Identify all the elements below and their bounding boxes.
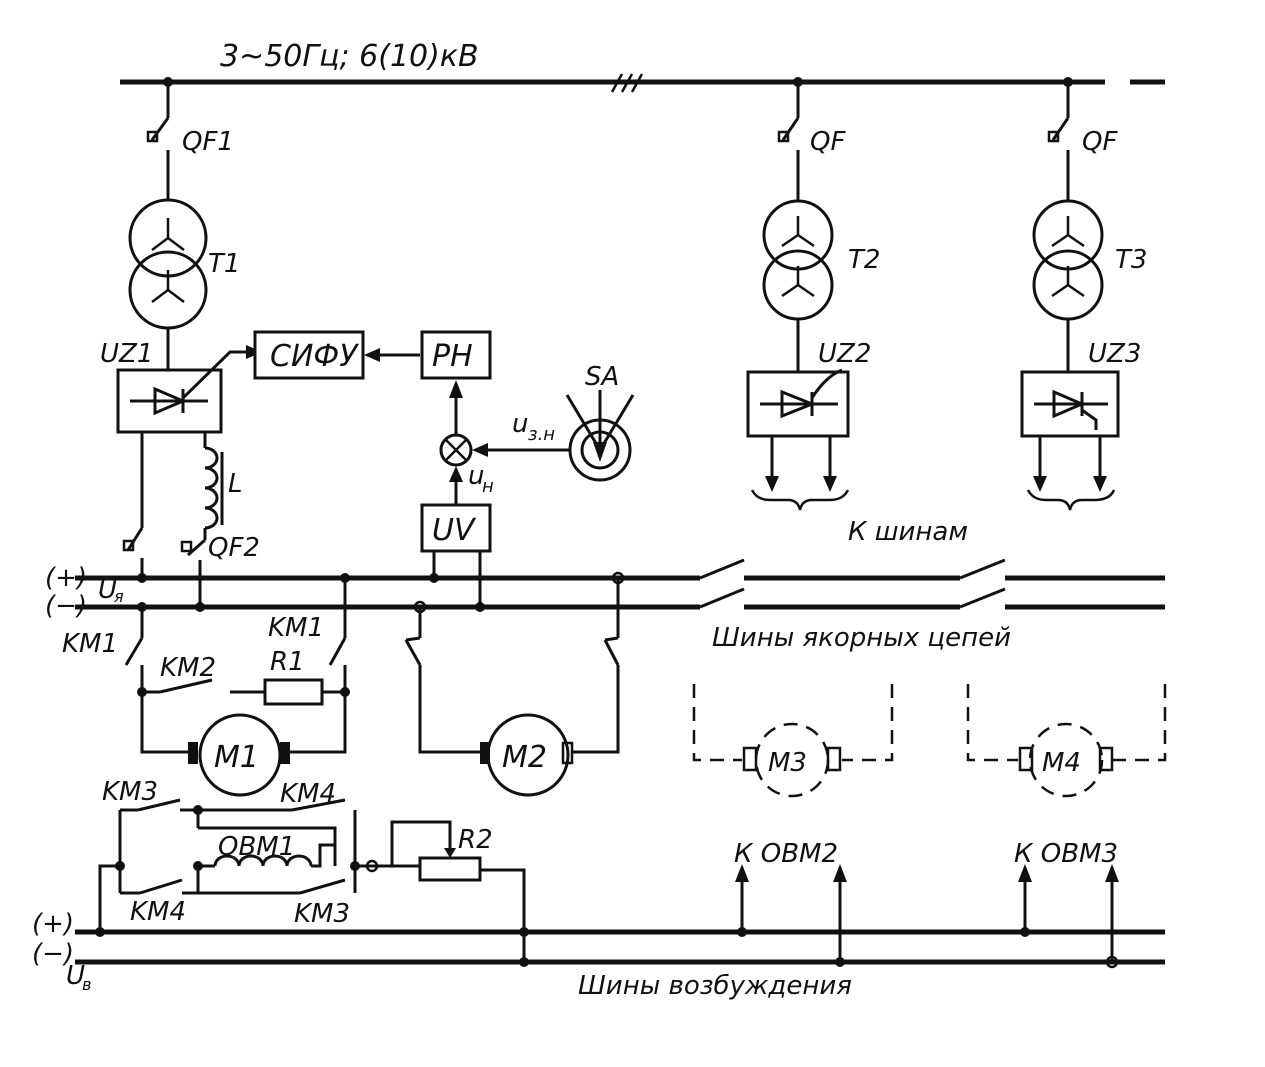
svg-text:я: я: [114, 587, 124, 606]
ph-regulator: [420, 330, 492, 380]
uz2-label: UZ2: [818, 339, 871, 369]
qf-breaker-2: [777, 82, 800, 200]
m3-circuit: [692, 684, 894, 798]
rectifier-uz1: [116, 345, 262, 434]
svg-text:u: u: [512, 409, 528, 439]
k-ovm3-label: К ОВМ3: [1014, 839, 1118, 869]
hv-bus: [120, 73, 1165, 93]
m3-label: M3: [768, 748, 807, 778]
transformer-t1: [128, 198, 208, 330]
sa-label: SA: [585, 362, 619, 392]
km4-bottom-label: KM4: [130, 897, 186, 927]
km3-top-label: KM3: [102, 777, 158, 807]
plus-armature-label: (+): [45, 563, 87, 593]
qf1-breaker: [146, 82, 170, 200]
field-reversing-circuit: [98, 798, 392, 932]
qf3-branch-label: QF: [1082, 127, 1118, 157]
svg-text:з.н: з.н: [528, 424, 555, 445]
m2-label: M2: [502, 740, 547, 775]
plus-excitation-label: (+): [32, 909, 74, 939]
m4-circuit: [966, 684, 1167, 798]
svg-text:н: н: [482, 476, 494, 497]
m1-circuit: [124, 578, 350, 764]
svg-text:в: в: [82, 975, 91, 994]
rheostat-r2: [390, 820, 526, 962]
sifu-block: [253, 330, 420, 380]
uz3-label: UZ3: [1088, 339, 1141, 369]
ua-label: U я: [98, 575, 124, 606]
qf2-branch-label: QF: [810, 127, 846, 157]
sa-setpoint-knob: [565, 390, 635, 482]
t2-label: T2: [848, 245, 880, 275]
minus-armature-label: (−): [45, 591, 87, 621]
svg-text:U: U: [98, 575, 117, 605]
ovm3-feeders: [1018, 864, 1119, 962]
km3-bottom-label: KM3: [294, 899, 350, 929]
qf-breaker-3: [1047, 82, 1070, 200]
svg-text:U: U: [66, 961, 85, 991]
excitation-bus-title: Шины возбуждения: [578, 971, 852, 1001]
qf1-label: QF1: [182, 127, 234, 157]
uv-label: UV: [432, 513, 477, 548]
rectifier-uz3: [1020, 370, 1120, 511]
armature-bus-title: Шины якорных цепей: [712, 623, 1011, 653]
km1-right-label: KM1: [268, 613, 324, 643]
m1-label: M1: [214, 740, 259, 775]
transformer-t3: [1032, 199, 1104, 372]
un-signal-label: u н: [468, 461, 494, 497]
reactor-l: [203, 432, 224, 540]
r1-label: R1: [270, 647, 305, 677]
transformer-t2: [762, 199, 834, 372]
uz1-label: UZ1: [100, 339, 153, 369]
ph-label: PH: [432, 339, 473, 374]
qf2-label: QF2: [208, 533, 260, 563]
t1-label: T1: [208, 249, 240, 279]
svg-text:u: u: [468, 461, 484, 491]
km4-top-label: KM4: [280, 779, 336, 809]
k-ovm2-label: К ОВМ2: [734, 839, 838, 869]
ub-label: U в: [66, 961, 91, 994]
m2-circuit: [404, 578, 620, 797]
uzn-signal-label: u з.н: [512, 409, 555, 445]
summing-junction: [439, 380, 570, 505]
excitation-buses: [75, 927, 1165, 969]
ovm1-label: ОВМ1: [218, 832, 295, 862]
m4-label: M4: [1042, 748, 1081, 778]
km2-label: KM2: [160, 653, 216, 683]
ovm2-feeders: [735, 864, 847, 962]
rectifier-uz2: [746, 368, 850, 511]
km1-left-label: KM1: [62, 629, 118, 659]
armature-buses: [75, 558, 1165, 614]
k-shinam-label: К шинам: [848, 517, 968, 547]
minus-excitation-label: (−): [32, 939, 74, 969]
qf2-breakers: [122, 432, 206, 607]
motor-m1: [198, 713, 282, 797]
sifu-label: СИФУ: [270, 339, 359, 374]
supply-title: 3~50Гц; 6(10)кВ: [220, 39, 479, 74]
t3-label: T3: [1115, 245, 1147, 275]
r2-label: R2: [458, 825, 493, 855]
l-label: L: [228, 469, 243, 499]
